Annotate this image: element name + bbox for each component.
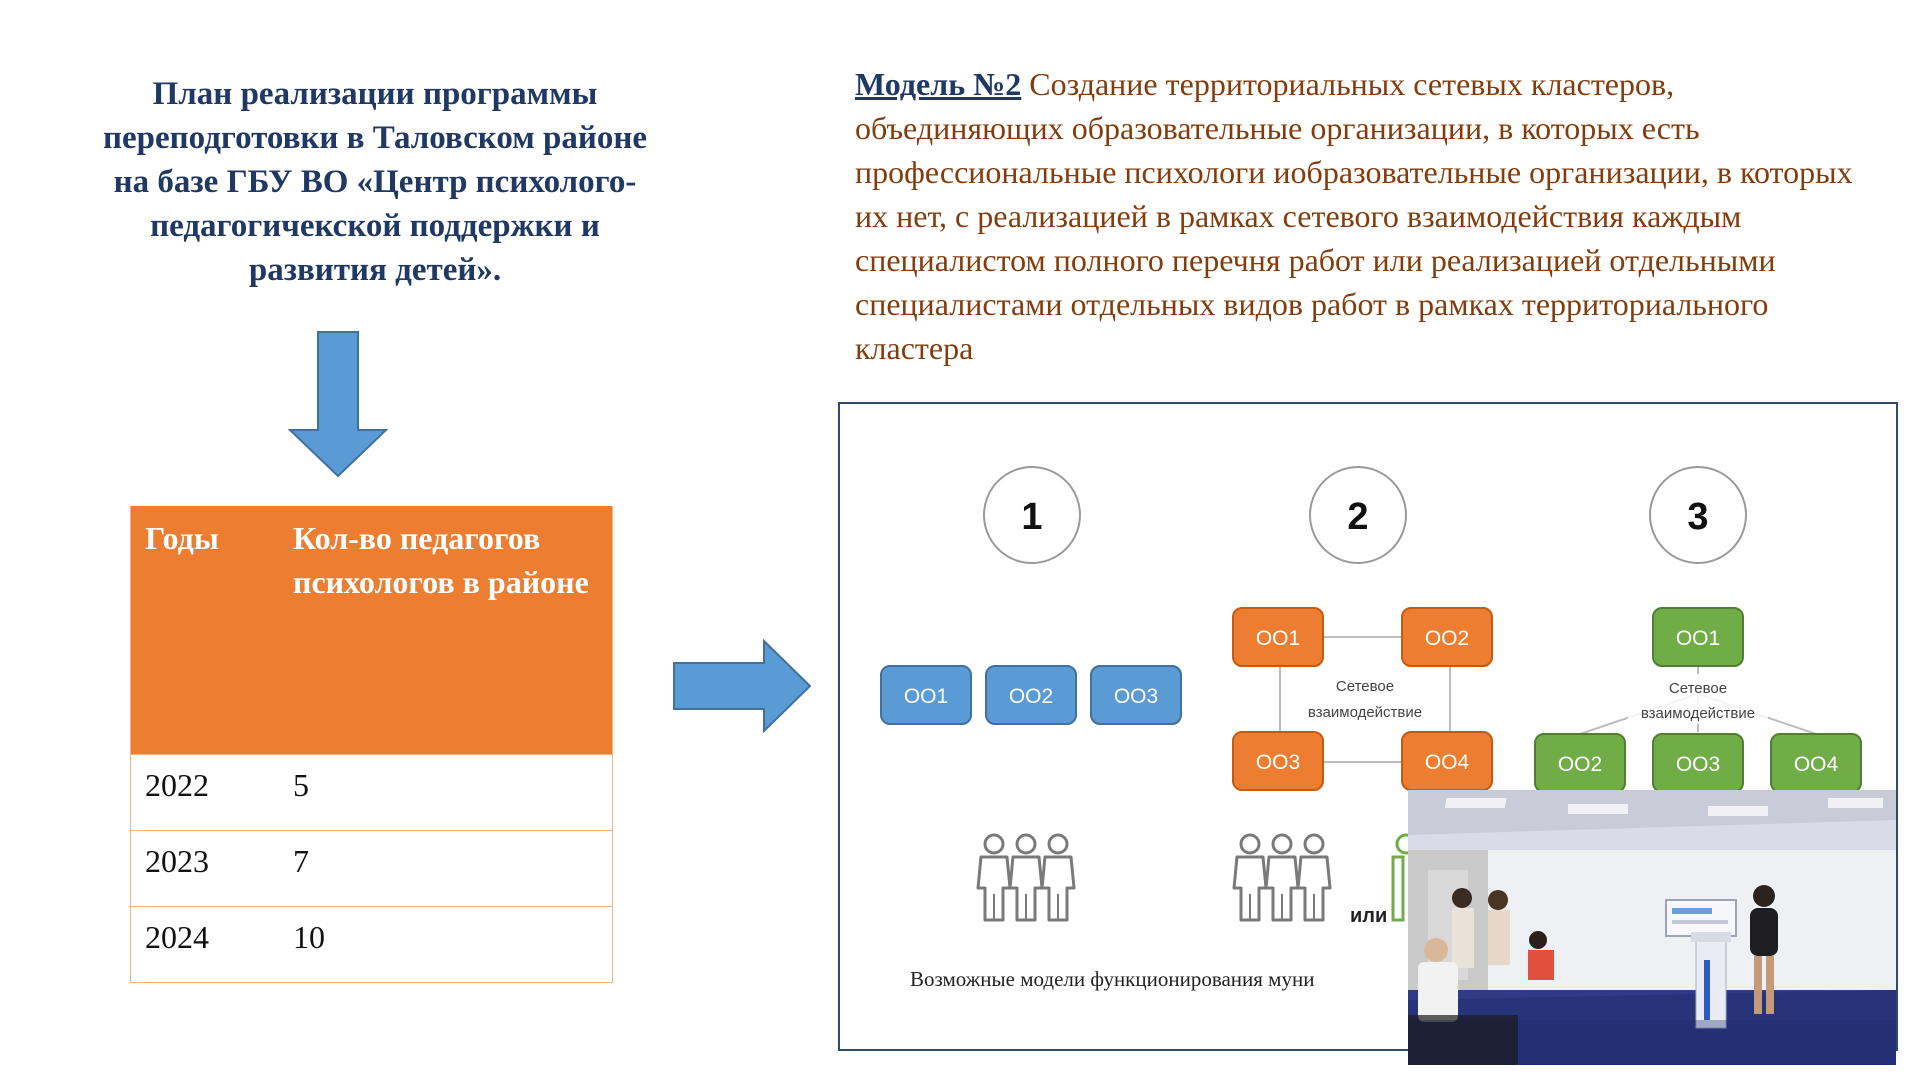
- model2-node: ОО2: [1401, 607, 1493, 667]
- model3-node: ОО4: [1770, 733, 1862, 793]
- people-group-1-icon: [976, 833, 1076, 922]
- cell-count: 7: [279, 830, 613, 907]
- model2-node: ОО4: [1401, 731, 1493, 791]
- or-label: или: [1350, 905, 1387, 927]
- model-description: Модель №2 Создание территориальных сетев…: [855, 62, 1885, 370]
- model-text: Создание территориальных сетевых кластер…: [855, 66, 1853, 366]
- diagram-canvas: 1 2 3 ОО1 ОО2 ОО3 Сет: [880, 466, 1862, 991]
- table-header-row: Годы Кол-во педагогов психологов в район…: [130, 506, 613, 755]
- model2-network-label-line1: Сетевое: [1336, 678, 1394, 695]
- svg-text:ОО4: ОО4: [1425, 751, 1470, 774]
- cell-year: 2024: [130, 906, 279, 983]
- presentation-photo: [1408, 790, 1896, 1065]
- table-row: 2024 10: [130, 906, 613, 983]
- cell-year: 2023: [130, 830, 279, 907]
- model3-node: ОО1: [1652, 607, 1744, 667]
- table-row: 2022 5: [130, 754, 613, 831]
- model3-network-label-line2: взаимодействие: [1641, 705, 1755, 722]
- diagram-caption: Возможные модели функционирования муни: [910, 967, 1314, 991]
- models-diagram: 1 2 3 ОО1 ОО2 ОО3 Сет: [838, 402, 1898, 1051]
- svg-text:ОО1: ОО1: [1676, 627, 1720, 650]
- svg-text:ОО2: ОО2: [1558, 753, 1602, 776]
- model1-node: ОО1: [880, 665, 972, 725]
- model3-node: ОО2: [1534, 733, 1626, 793]
- model1-node: ОО3: [1090, 665, 1182, 725]
- model3-node: ОО3: [1652, 733, 1744, 793]
- column-header-years: Годы: [130, 506, 279, 755]
- model3-network-label-line1: Сетевое: [1669, 680, 1727, 697]
- right-arrow-icon: [673, 639, 812, 733]
- number-circle-2: 2: [1309, 466, 1407, 564]
- teachers-table: Годы Кол-во педагогов психологов в район…: [130, 506, 613, 983]
- svg-text:ОО1: ОО1: [904, 685, 948, 708]
- model2-node: ОО3: [1232, 731, 1324, 791]
- number-circle-3: 3: [1649, 466, 1747, 564]
- model1-node: ОО2: [985, 665, 1077, 725]
- svg-text:ОО3: ОО3: [1256, 751, 1300, 774]
- people-group-2-icon: [1232, 833, 1332, 922]
- plan-title: План реализации программы переподготовки…: [102, 76, 648, 288]
- number-3: 3: [1687, 496, 1708, 538]
- number-circle-1: 1: [983, 466, 1081, 564]
- number-1: 1: [1021, 496, 1042, 538]
- photo-illustration: [1408, 790, 1896, 1065]
- svg-text:ОО4: ОО4: [1794, 753, 1839, 776]
- down-arrow-icon: [288, 331, 388, 478]
- table-row: 2023 7: [130, 830, 613, 907]
- number-2: 2: [1347, 496, 1368, 538]
- svg-text:ОО2: ОО2: [1425, 627, 1469, 650]
- model3-label-bg: [1628, 674, 1768, 724]
- model-label: Модель №2: [855, 66, 1022, 102]
- cell-year: 2022: [130, 754, 279, 831]
- svg-text:ОО3: ОО3: [1114, 685, 1158, 708]
- cell-count: 5: [279, 754, 613, 831]
- column-header-count: Кол-во педагогов психологов в районе: [279, 506, 613, 755]
- svg-text:ОО3: ОО3: [1676, 753, 1720, 776]
- model2-network-label-line2: взаимодействие: [1308, 704, 1422, 721]
- svg-text:ОО2: ОО2: [1009, 685, 1053, 708]
- model2-node: ОО1: [1232, 607, 1324, 667]
- cell-count: 10: [279, 906, 613, 983]
- model2-label-bg: [1290, 674, 1440, 724]
- svg-text:ОО1: ОО1: [1256, 627, 1300, 650]
